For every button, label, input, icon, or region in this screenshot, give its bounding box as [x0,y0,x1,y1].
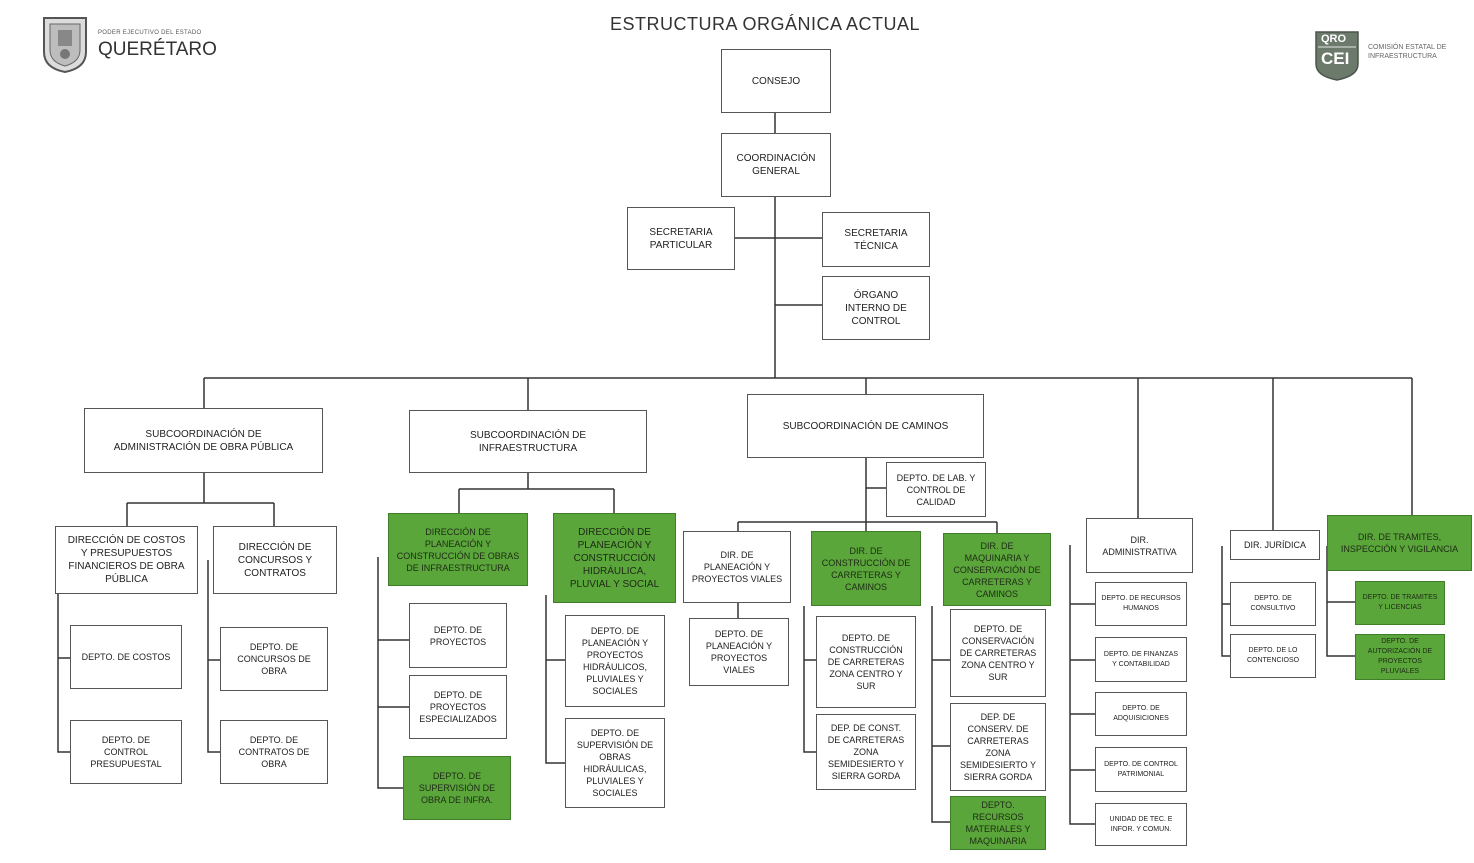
node-dep-construccion-semidesierto: DEP. DE CONST. DE CARRETERAS ZONA SEMIDE… [816,714,916,790]
node-depto-tramites-licencias: DEPTO. DE TRAMITES Y LICENCIAS [1355,581,1445,625]
node-dir-costos: DIRECCIÓN DE COSTOS Y PRESUPUESTOS FINAN… [55,526,198,594]
node-depto-construccion-centro: DEPTO. DE CONSTRUCCIÓN DE CARRETERAS ZON… [816,616,916,708]
node-depto-control-presupuestal: DEPTO. DE CONTROL PRESUPUESTAL [70,720,182,784]
node-dir-construccion-carreteras: DIR. DE CONSTRUCCIÓN DE CARRETERAS Y CAM… [811,531,921,606]
node-depto-finanzas: DEPTO. DE FINANZAS Y CONTABILIDAD [1095,637,1187,682]
node-depto-control-patrimonial: DEPTO. DE CONTROL PATRIMONIAL [1095,747,1187,792]
cei-logo: QRO CEI COMISIÓN ESTATAL DE INFRAESTRUCT… [1314,30,1474,86]
node-depto-contencioso: DEPTO. DE LO CONTENCIOSO [1230,634,1316,678]
node-depto-adquisiciones: DEPTO. DE ADQUISICIONES [1095,692,1187,736]
node-depto-planeacion-viales: DEPTO. DE PLANEACIÓN Y PROYECTOS VIALES [689,618,789,686]
node-dir-administrativa: DIR. ADMINISTRATIVA [1086,518,1193,573]
node-depto-proyectos: DEPTO. DE PROYECTOS [409,603,507,668]
node-dep-conservacion-semidesierto: DEP. DE CONSERV. DE CARRETERAS ZONA SEMI… [950,703,1046,791]
logo-left-subtitle: PODER EJECUTIVO DEL ESTADO [98,30,202,36]
node-depto-supervision-infra: DEPTO. DE SUPERVISIÓN DE OBRA DE INFRA. [403,756,511,820]
cei-shield-icon [1315,31,1359,81]
node-secretaria-particular: SECRETARIA PARTICULAR [627,207,735,270]
node-depto-conservacion-centro: DEPTO. DE CONSERVACIÓN DE CARRETERAS ZON… [950,609,1046,697]
logo-right-text: COMISIÓN ESTATAL DE INFRAESTRUCTURA [1368,44,1447,60]
node-organo-interno-control: ÓRGANO INTERNO DE CONTROL [822,276,930,340]
node-depto-consultivo: DEPTO. DE CONSULTIVO [1230,582,1316,626]
node-depto-costos: DEPTO. DE COSTOS [70,625,182,689]
node-dir-tramites: DIR. DE TRAMITES, INSPECCIÓN Y VIGILANCI… [1327,515,1472,571]
node-unidad-tecnologias: UNIDAD DE TEC. E INFOR. Y COMUN. [1095,803,1187,846]
node-depto-autorizacion-pluviales: DEPTO. DE AUTORIZACIÓN DE PROYECTOS PLUV… [1355,634,1445,680]
node-dir-concursos: DIRECCIÓN DE CONCURSOS Y CONTRATOS [213,526,337,594]
state-seal-icon [43,17,87,74]
node-depto-recursos-materiales: DEPTO. RECURSOS MATERIALES Y MAQUINARIA [950,796,1046,850]
logo-right-cei: CEI [1321,49,1350,68]
node-dir-juridica: DIR. JURÍDICA [1230,530,1320,560]
logo-left-name: QUERÉTARO [98,39,217,60]
node-dir-planeacion-viales: DIR. DE PLANEACIÓN Y PROYECTOS VIALES [683,531,791,603]
node-depto-laboratorio: DEPTO. DE LAB. Y CONTROL DE CALIDAD [886,462,986,517]
node-depto-supervision-hidraulicas: DEPTO. DE SUPERVISIÓN DE OBRAS HIDRÁULIC… [565,718,665,808]
node-depto-contratos: DEPTO. DE CONTRATOS DE OBRA [220,720,328,784]
node-subcoordinacion-caminos: SUBCOORDINACIÓN DE CAMINOS [747,394,984,458]
node-secretaria-tecnica: SECRETARIA TÉCNICA [822,212,930,267]
node-subcoordinacion-infraestructura: SUBCOORDINACIÓN DE INFRAESTRUCTURA [409,410,647,473]
node-dir-maquinaria: DIR. DE MAQUINARIA Y CONSERVACIÓN DE CAR… [943,533,1051,606]
node-depto-concursos: DEPTO. DE CONCURSOS DE OBRA [220,627,328,691]
logo-right-qro: QRO [1321,33,1347,45]
node-coordinacion-general: COORDINACIÓN GENERAL [721,133,831,197]
node-depto-planeacion-hidraulicos: DEPTO. DE PLANEACIÓN Y PROYECTOS HIDRÁUL… [565,615,665,707]
node-dir-hidraulica: DIRECCIÓN DE PLANEACIÓN Y CONSTRUCCIÓN H… [553,513,676,603]
node-consejo: CONSEJO [721,49,831,113]
node-depto-proyectos-especializados: DEPTO. DE PROYECTOS ESPECIALIZADOS [409,675,507,739]
node-dir-planeacion-infraestructura: DIRECCIÓN DE PLANEACIÓN Y CONSTRUCCIÓN D… [388,513,528,586]
chart-title: ESTRUCTURA ORGÁNICA ACTUAL [609,14,921,34]
node-depto-recursos-humanos: DEPTO. DE RECURSOS HUMANOS [1095,582,1187,626]
node-subcoordinacion-administracion: SUBCOORDINACIÓN DE ADMINISTRACIÓN DE OBR… [84,408,323,473]
queretaro-logo: PODER EJECUTIVO DEL ESTADO QUERÉTARO [36,12,226,78]
